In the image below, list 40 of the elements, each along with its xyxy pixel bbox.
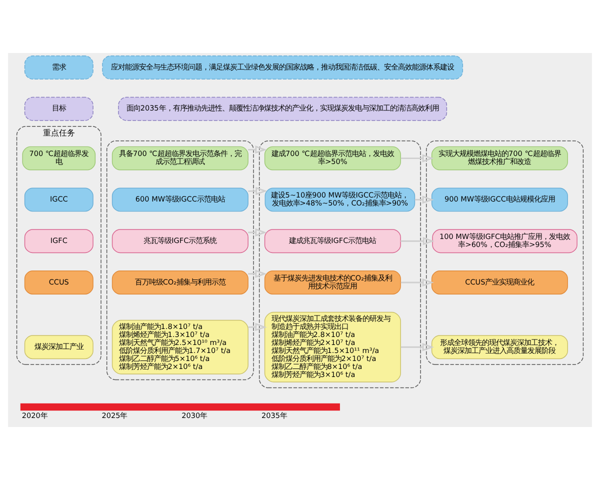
- node-box: 具备700 ℃超超临界发电示范条件，完成示范工程调试: [112, 146, 248, 170]
- label: 2035年: [262, 410, 287, 420]
- cluster: [426, 140, 584, 365]
- node-box: 建设5~10座900 MW等级IGCC示范电站，发电效率>48%~50%，CO₂捕集率>90%: [264, 188, 416, 212]
- node-box: 面向2035年，有序推动先进性、颠覆性洁净煤技术的产业化，实现煤炭发电与深加工的清洁高效利用: [118, 96, 448, 121]
- node-box: 需求: [24, 56, 94, 80]
- arrow: [414, 196, 434, 204]
- node-box: 百万吨级CO₂捕集与利用示范: [112, 270, 248, 294]
- node-box: IGFC: [24, 229, 94, 254]
- node-box: 建成700 ℃超超临界示范电站，发电效率>50%: [264, 146, 401, 170]
- node-box: 目标: [24, 96, 94, 121]
- arrow: [400, 237, 435, 246]
- arrow: [248, 146, 267, 154]
- node-box: 建成兆瓦等级IGFC示范电站: [264, 229, 401, 254]
- arrow: [400, 343, 434, 352]
- arrow: [400, 154, 434, 162]
- label: 2025年: [102, 410, 128, 420]
- label: 2020年: [22, 410, 48, 420]
- node-box: 现代煤炭深加工成套技术装备的研发与制造趋于成熟并实现出口 煤制油产能为2.8×10⁷ t/a 煤制烯烃产能为2×10⁷ t/a 煤制天然气产能为1.5×10¹¹ m³/a 低阶煤分质利用产能为2×10⁷ t/a 煤制乙二醇产能为8×10⁶ t/a 煤制芳烃产能为3×10⁶ t/a: [264, 312, 401, 382]
- cluster: [258, 140, 421, 388]
- label: 2030年: [182, 410, 208, 420]
- node-box: 应对能源安全与生态环境问题，满足煤炭工业绿色发展的国家战略，推动我国清洁低碳、安全高效能源体系建设: [102, 56, 464, 80]
- node-box: 700 ℃超超临界发电: [22, 146, 96, 170]
- node-box: 100 MW等级IGFC电站推广应用，发电效率>60%，CO₂捕集率>95%: [432, 229, 578, 254]
- arrow: [400, 278, 434, 287]
- arrow: [248, 186, 268, 196]
- node-box: 形成全球领先的现代煤炭深加工技术，煤炭深加工产业进入高质量发展阶段: [431, 335, 568, 360]
- node-box: 600 MW等级IGCC示范电站: [112, 188, 248, 212]
- node-box: 900 MW等级IGCC电站规模化应用: [431, 188, 568, 212]
- arrow: [248, 270, 267, 278]
- node-box: 实现大规模燃煤电站的700 ℃超超临界燃煤技术推广和改造: [431, 146, 568, 170]
- node-box: CCUS产业实现商业化: [431, 270, 568, 294]
- arrow: [248, 228, 267, 236]
- node-box: 兆瓦等级IGFC示范系统: [112, 229, 248, 254]
- node-box: IGCC: [24, 188, 94, 212]
- node-box: CCUS: [24, 270, 94, 294]
- node-box: 基于煤炭先进发电技术的CO₂捕集及利用技术示范应用: [264, 270, 401, 294]
- node-box: 煤制油产能为1.8×10⁷ t/a 煤制烯烃产能为1.3×10⁷ t/a 煤制天然气产能为2.5×10¹⁰ m³/a 低阶煤分质利用产能为1.7×10⁷ t/a 煤制乙二醇产能为5×10⁶ t/a 煤制芳烃产能为2×10⁶ t/a: [112, 320, 248, 374]
- node-box: 煤炭深加工产业: [24, 335, 94, 360]
- cluster: [106, 140, 254, 380]
